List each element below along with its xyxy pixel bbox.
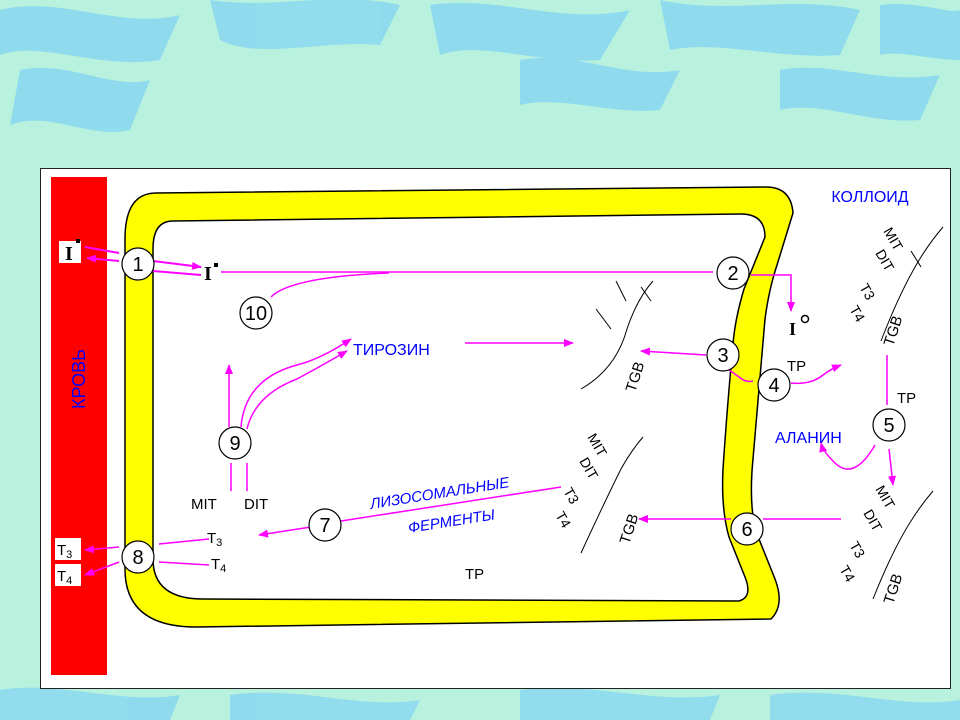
arrow-efflux <box>86 254 120 263</box>
arrow-5-down <box>888 448 896 486</box>
arrow-10-branch <box>270 272 390 298</box>
arrow-4-to-colloid <box>790 364 842 385</box>
arrow-8-to-t3-blood <box>84 545 120 554</box>
arrow-5-to-alanine <box>819 442 876 470</box>
t4-top: T4 <box>846 303 868 325</box>
step-1-label: 1 <box>132 254 143 276</box>
dit-9-label: DIT <box>244 496 268 513</box>
t4-blood-box <box>55 564 81 586</box>
iodide-blood-charge <box>76 239 80 243</box>
arrow-t3-to-8 <box>158 538 210 545</box>
mit-bottom: MIT <box>872 483 898 512</box>
arrow-3-to-4 <box>720 363 754 383</box>
tgb-colloid-top: MIT DIT T3 T4 TGB <box>846 225 944 349</box>
step-5-label: 5 <box>883 415 894 437</box>
dit-bottom: DIT <box>860 507 885 535</box>
iodine-atom-degree <box>800 314 810 324</box>
blood-label: КРОВЬ <box>69 349 89 409</box>
step-4-circle <box>757 368 791 402</box>
iodine-atom-label: I <box>789 319 796 339</box>
colloid-label: КОЛЛОИД <box>831 189 908 206</box>
arrow-9-to-tyrosine-2 <box>246 350 348 430</box>
arrow-9-to-tyrosine-1 <box>240 338 352 428</box>
step-10-circle <box>239 296 273 330</box>
arrow-lysosomal-to-7 <box>340 486 562 522</box>
arrow-t4-to-8 <box>158 561 210 566</box>
iodide-blood-label: I <box>65 243 73 265</box>
t4-bottom: T4 <box>836 563 858 585</box>
step-9-circle <box>218 426 252 460</box>
arrow-uptake-1 <box>84 246 120 254</box>
step-8-label: 8 <box>132 547 143 569</box>
arrow-8-to-t4-blood <box>84 561 120 576</box>
tp-cell-label: TP <box>465 566 484 583</box>
arrow-uptake-2 <box>152 260 202 270</box>
tyrosine-label: ТИРОЗИН <box>353 342 430 359</box>
tp-step5-label: TP <box>897 390 916 407</box>
tgb-colloid-bottom: MIT DIT T3 T4 TGB <box>836 483 934 607</box>
arrow-uptake-3 <box>152 270 202 276</box>
step-2-circle <box>716 256 750 290</box>
step-9-label: 9 <box>229 433 240 455</box>
cell-interior <box>152 213 766 602</box>
step-7-circle <box>308 508 342 542</box>
tgb-chain-cell <box>580 280 654 390</box>
step-2-label: 2 <box>727 263 738 285</box>
iodide-blood-box <box>59 241 81 263</box>
t3-blood-box <box>55 538 81 560</box>
alanine-label: АЛАНИН <box>775 430 842 447</box>
tp-step4-label: TP <box>787 358 806 375</box>
arrow-3-to-tgb <box>640 347 707 356</box>
diagram-panel: КРОВЬ КОЛЛОИД I I I ТИРОЗИН TGB <box>40 168 951 689</box>
step-5-circle <box>872 408 906 442</box>
step-3-circle <box>706 338 740 372</box>
step-7-label: 7 <box>319 515 330 537</box>
mit-9-label: MIT <box>191 496 217 513</box>
step-1-circle <box>121 247 155 281</box>
tgb-top: TGB <box>881 314 907 349</box>
arrow-2-to-iodine <box>751 274 795 312</box>
step-8-circle <box>121 540 155 574</box>
step-10-label: 10 <box>245 303 267 325</box>
t3-cell-chain: T3 <box>560 485 582 507</box>
t4-cell-chain: T4 <box>552 509 574 531</box>
t3-bottom: T3 <box>846 539 868 561</box>
step-6-circle <box>730 512 764 546</box>
thyroid-hormone-synthesis-diagram: КРОВЬ КОЛЛОИД I I I ТИРОЗИН TGB <box>51 177 944 675</box>
step-4-label: 4 <box>768 375 779 397</box>
tgb-bottom: TGB <box>881 572 907 607</box>
step-6-label: 6 <box>741 519 752 541</box>
t3-top: T3 <box>856 281 878 303</box>
arrow-7-to-t3 <box>258 526 312 538</box>
iodide-cell-charge <box>214 263 218 267</box>
step-3-label: 3 <box>717 345 728 367</box>
iodide-cell-label: I <box>204 263 212 285</box>
